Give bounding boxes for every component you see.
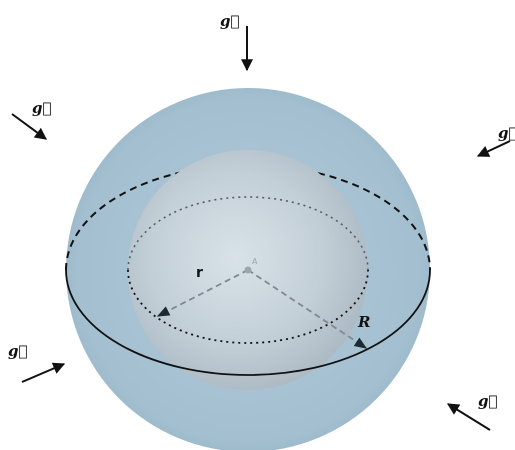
gravity-arrow-upper-right: g⃗ bbox=[476, 124, 515, 157]
arrow-icon bbox=[21, 362, 66, 383]
gravity-arrow-lower-right: g⃗ bbox=[446, 392, 498, 431]
outer-radius-label: R bbox=[357, 313, 370, 331]
inner-radius-line bbox=[156, 269, 249, 317]
gravity-arrow-top: g⃗ bbox=[220, 12, 253, 72]
gravity-label: g⃗ bbox=[498, 124, 515, 142]
gravity-arrow-lower-left: g⃗ bbox=[8, 342, 66, 383]
center-label: A bbox=[252, 257, 258, 266]
gravity-label: g⃗ bbox=[478, 392, 498, 410]
inner-equator-front bbox=[127, 269, 369, 344]
gravity-arrow-upper-left: g⃗ bbox=[11, 99, 52, 140]
arrow-icon bbox=[11, 113, 47, 140]
center-point bbox=[244, 266, 252, 274]
gravity-label: g⃗ bbox=[8, 342, 28, 360]
outer-equator-front bbox=[65, 269, 431, 376]
outer-radius-line bbox=[247, 269, 368, 349]
inner-equator-back bbox=[127, 196, 369, 271]
gravity-label: g⃗ bbox=[32, 99, 52, 117]
arrow-icon bbox=[446, 403, 491, 431]
arrow-icon bbox=[476, 140, 511, 157]
inner-radius-label: r bbox=[196, 265, 203, 281]
gravity-label: g⃗ bbox=[220, 12, 240, 30]
